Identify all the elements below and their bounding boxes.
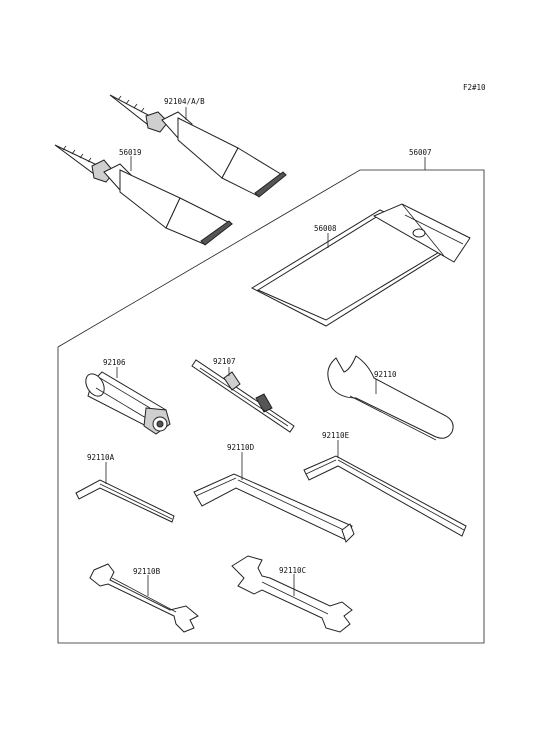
hex-key-medium-drawing (303, 455, 467, 537)
tool-pouch-drawing (250, 203, 471, 327)
label-92110E: 92110E (322, 431, 350, 440)
label-92110C: 92110C (279, 566, 306, 575)
screwdriver-drawing (191, 359, 295, 433)
label-92110B: 92110B (133, 567, 161, 576)
label-92106: 92106 (103, 358, 126, 367)
sealant-tube-lower-drawing (54, 144, 233, 246)
kit-boundary (57, 169, 485, 644)
label-56008: 56008 (314, 224, 337, 233)
hex-key-small-drawing (75, 479, 175, 523)
sealant-tube-upper-drawing (109, 94, 287, 198)
label-92110D: 92110D (227, 443, 255, 452)
hex-key-large-drawing (193, 473, 355, 543)
figure-id: F2#10 (463, 83, 486, 92)
open-end-wrench-large-drawing (231, 555, 353, 633)
hook-spanner-drawing (327, 355, 454, 441)
label-56019: 56019 (119, 148, 142, 157)
label-92104: 92104/A/B (164, 97, 205, 106)
label-92110A: 92110A (87, 453, 115, 462)
label-92110: 92110 (374, 370, 397, 379)
label-56007: 56007 (409, 148, 432, 157)
label-92107: 92107 (213, 357, 236, 366)
open-end-wrench-small-drawing (89, 563, 199, 633)
plug-wrench-drawing (85, 371, 171, 435)
